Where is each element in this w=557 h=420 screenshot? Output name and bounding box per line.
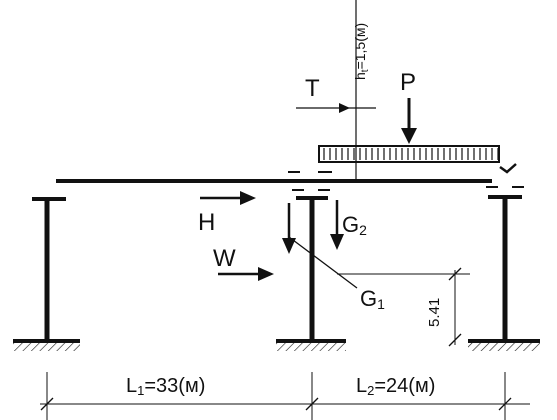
left-column: [13, 197, 80, 351]
g2-force-arrow: [330, 200, 344, 250]
right-column: [468, 163, 540, 351]
g2-label: G2: [342, 212, 367, 238]
crane-rail: [318, 145, 500, 163]
h-force-arrow: [200, 191, 256, 205]
g1-label: G1: [360, 286, 385, 312]
t-force-arrow: [296, 103, 376, 113]
l2-label: L2=24(м): [356, 375, 435, 398]
g1-leader-line: [288, 236, 358, 289]
svg-text:ht=1,5(м): ht=1,5(м): [352, 23, 371, 80]
l1-label: L1=33(м): [126, 375, 205, 398]
t-label: T: [305, 75, 320, 102]
h-label: H: [198, 209, 215, 236]
height-dimension: [337, 267, 470, 347]
w-force-arrow: [218, 267, 274, 281]
w-label: W: [213, 245, 236, 272]
p-label: P: [400, 69, 416, 96]
middle-column: [276, 171, 346, 351]
p-force-arrow: [401, 98, 417, 144]
g1-force-arrow: [282, 203, 296, 254]
height-dimension-label: 5.41: [426, 298, 443, 327]
svg-text:5.41: 5.41: [426, 298, 443, 327]
span-dimension: [40, 372, 530, 420]
ht-label: ht=1,5(м): [352, 23, 371, 80]
